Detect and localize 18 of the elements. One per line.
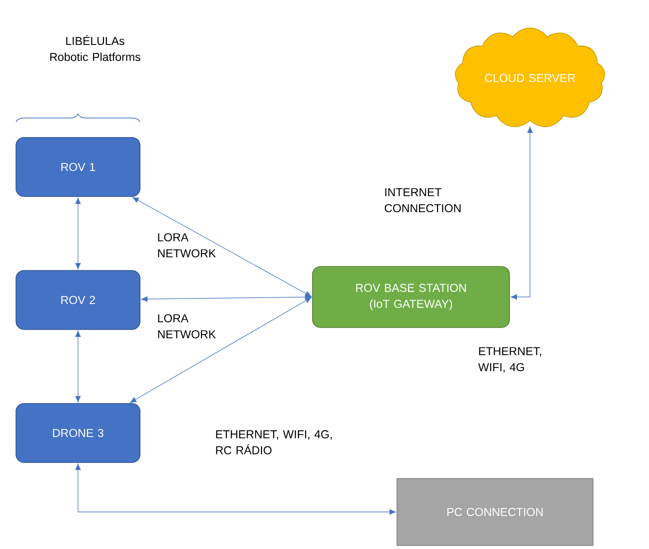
connection-label: INTERNET CONNECTION [384, 188, 461, 212]
connection-label: ETHERNET, WIFI, 4G [478, 347, 542, 373]
connection-label: ETHERNET, WIFI, 4G, RC RÁDIO [216, 430, 332, 454]
arrow [510, 126, 533, 300]
arrow [75, 198, 81, 270]
arrow [75, 464, 396, 515]
process-box: ROV 1 [16, 137, 140, 197]
arrow [75, 330, 81, 402]
network-label: LORA NETWORK [158, 314, 216, 338]
gateway-box: ROV BASE STATION (IoT GATEWAY) [312, 266, 510, 328]
arrow [132, 197, 312, 297]
arrow [130, 297, 312, 403]
arrow [141, 294, 312, 302]
process-box: DRONE 3 [16, 403, 140, 463]
platforms-label: LIBÉLULAs Robotic Platforms [50, 34, 140, 62]
process-box: ROV 2 [16, 270, 140, 330]
network-label: LORA NETWORK [158, 233, 216, 258]
pc-box: PC CONNECTION [396, 478, 594, 546]
